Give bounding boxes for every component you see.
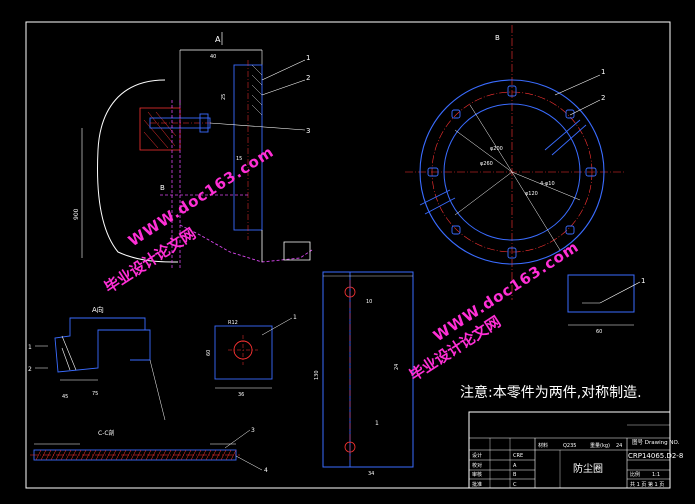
dim-phi300: φ260 [480,161,493,167]
drawing-no: CRP14065.D2-8 [628,452,683,460]
balloon-1: 1 [306,54,310,62]
section-b-label: B [160,184,165,192]
dim-130: 15 [236,156,242,162]
bolt-holes [427,85,597,259]
hole-detail: 1 R12 60 36 [206,314,297,398]
dim-45: 45 [62,394,68,400]
dim-40: 40 [210,54,216,60]
manufacturing-note: 注意:本零件为两件,对称制造. [460,385,642,401]
balloon-h1: 1 [293,314,297,321]
material: Q235 [563,443,576,449]
circular-view: φ260 φ200 φ120 4-φ10 B 1 2 [405,25,625,300]
main-view: A 900 B 1 2 3 25 40 15 [73,32,313,270]
row-design: 设计 [472,452,482,459]
drawing-no-label: 图号 Drawing NO. [632,438,680,446]
balloon-c1: 1 [601,68,605,76]
view-a-label: A向 [92,305,104,314]
dim-phi260: φ200 [490,146,503,152]
scale: 1:1 [652,472,660,478]
balloon-cc2: 4 [264,467,268,474]
svg-text:900: 900 [73,208,80,220]
balloon-2: 2 [306,74,310,82]
dim-s100: 130 [314,370,320,380]
row-r2: A [513,463,517,469]
row-r4: C [513,482,517,488]
row-review: 审核 [472,471,482,478]
dim-60: 60 [596,329,602,335]
plate-view: 1 60 [567,274,645,335]
balloon-cc1: 3 [251,427,255,434]
sheet: 共 1 页 第 1 页 [630,481,664,488]
balloon-a1: 1 [28,344,32,351]
row-approve: 批准 [472,481,482,488]
dim-holes: 4-φ10 [540,181,555,187]
balloon-a2: 2 [28,366,32,373]
material-label: 材料 [538,442,548,449]
section-a-label: A [215,35,221,44]
view-b-label: B [495,34,500,42]
weight-label: 重量(kg) [590,442,610,449]
weight: 24 [616,443,622,449]
drawing-border [25,21,671,489]
dim-75: 75 [92,391,98,397]
row-check: 校对 [472,462,482,469]
section-cc: C-C剖 3 4 [30,427,268,474]
balloon-3: 3 [306,127,310,135]
dim-36: 36 [238,392,244,398]
a-view: A向 1 2 45 75 [28,305,166,421]
section-cc-label: C-C剖 [98,429,115,437]
dim-25: 25 [221,94,227,100]
dim-10: 10 [366,299,372,305]
balloon-c2: 2 [601,94,605,102]
title-block: 图号 Drawing NO. CRP14065.D2-8 防尘圈 材料 Q235… [468,411,683,489]
dim-60b: 60 [206,350,212,356]
balloon-p1: 1 [641,277,645,285]
scale-label: 比例 [630,471,640,478]
dim-r12: R12 [228,320,238,326]
strip-view: 10 130 24 34 1 [314,271,414,477]
dim-34: 34 [368,471,374,477]
row-r1: CRE [513,453,523,459]
part-name: 防尘圈 [573,462,603,475]
balloon-s1: 1 [375,420,379,427]
dim-phi200: φ120 [525,191,538,197]
dim-24: 24 [394,364,400,370]
row-r3: B [513,472,517,478]
